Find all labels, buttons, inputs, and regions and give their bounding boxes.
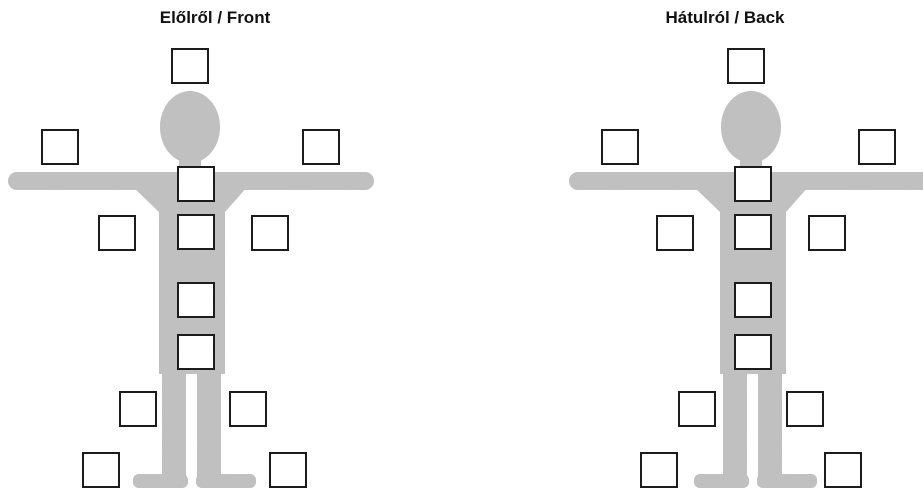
left-foot-shape (196, 474, 256, 488)
front-left-hand-checkbox[interactable] (302, 129, 340, 165)
front-chest-checkbox[interactable] (177, 166, 215, 202)
front-right-arm-checkbox[interactable] (98, 215, 136, 251)
front-right-hand-checkbox[interactable] (41, 129, 79, 165)
back-mid-back-checkbox[interactable] (734, 214, 772, 250)
back-right-hand-checkbox[interactable] (858, 129, 896, 165)
back-lower-back-checkbox[interactable] (734, 282, 772, 318)
back-right-arm-checkbox[interactable] (808, 215, 846, 251)
front-pelvis-checkbox[interactable] (177, 334, 215, 370)
back-left-foot-checkbox[interactable] (640, 452, 678, 488)
front-view-panel: Előlről / Front (0, 0, 460, 493)
right-leg-shape (758, 370, 782, 486)
right-foot-shape (757, 474, 817, 488)
back-left-knee-checkbox[interactable] (678, 391, 716, 427)
front-right-foot-checkbox[interactable] (82, 452, 120, 488)
back-upper-back-checkbox[interactable] (734, 166, 772, 202)
head-shape (721, 91, 781, 163)
back-left-arm-checkbox[interactable] (656, 215, 694, 251)
front-upper-abdomen-checkbox[interactable] (177, 214, 215, 250)
front-right-knee-checkbox[interactable] (119, 391, 157, 427)
right-leg-shape (162, 370, 186, 486)
left-leg-shape (197, 370, 221, 486)
left-leg-shape (723, 370, 747, 486)
back-view-panel: Hátulról / Back (560, 0, 923, 493)
back-right-knee-checkbox[interactable] (786, 391, 824, 427)
front-lower-abdomen-checkbox[interactable] (177, 282, 215, 318)
right-foot-shape (133, 474, 188, 488)
front-left-arm-checkbox[interactable] (251, 215, 289, 251)
back-right-foot-checkbox[interactable] (824, 452, 862, 488)
back-left-hand-checkbox[interactable] (601, 129, 639, 165)
back-buttocks-checkbox[interactable] (734, 334, 772, 370)
front-head-checkbox[interactable] (171, 48, 209, 84)
head-shape (160, 91, 220, 163)
front-left-foot-checkbox[interactable] (269, 452, 307, 488)
front-left-knee-checkbox[interactable] (229, 391, 267, 427)
left-foot-shape (694, 474, 749, 488)
back-head-checkbox[interactable] (727, 48, 765, 84)
